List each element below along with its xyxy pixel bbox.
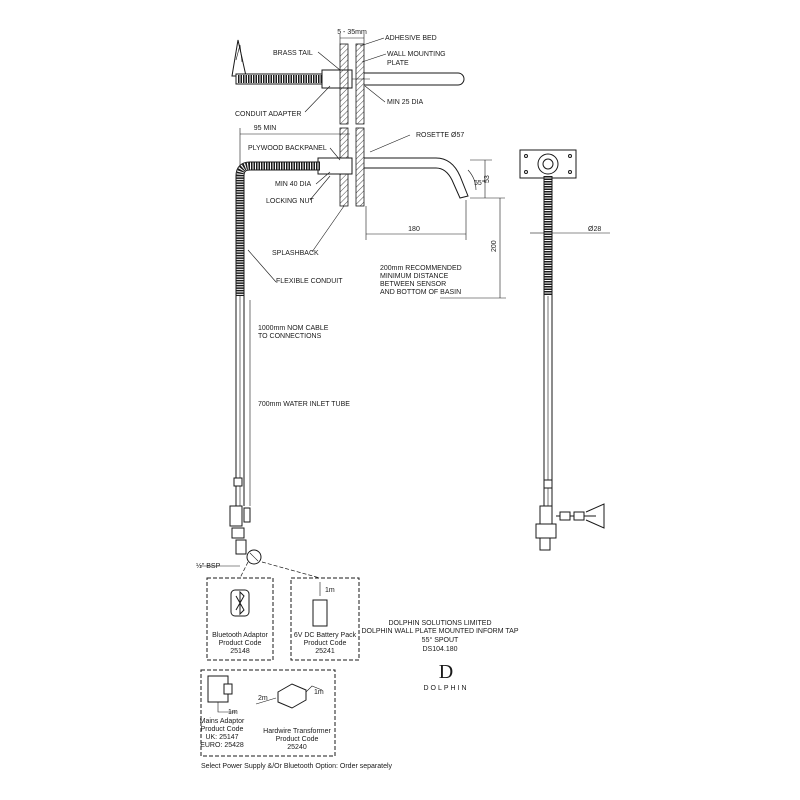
dim-95-min-label: 95 MIN xyxy=(254,125,277,132)
bluetooth-option: Bluetooth Adaptor Product Code 25148 xyxy=(206,577,274,661)
power-options: 1m Mains Adaptor Product Code UK: 25147 … xyxy=(200,669,336,757)
bluetooth-line-1: Bluetooth Adaptor xyxy=(212,632,268,639)
min-40-dia-label: MIN 40 DIA xyxy=(275,181,312,188)
front-view: Ø28 xyxy=(519,149,610,551)
side-section-view: 95 MIN PLYWOOD BACKPANEL ROSETTE Ø57 MIN… xyxy=(235,125,506,299)
transformer-length-a: 2m xyxy=(258,695,268,702)
wall-mounting-label-1: WALL MOUNTING xyxy=(387,51,446,58)
top-section-view: 5 - 35mm ADHESIVE BED BRASS TAIL WALL MO… xyxy=(231,29,465,125)
left-inlet-tubes: 1000mm NOM CABLE TO CONNECTIONS 700mm WA… xyxy=(196,296,350,579)
spout-angle: 55° SPOUT xyxy=(422,636,459,644)
locking-nut-label: LOCKING NUT xyxy=(266,198,315,205)
transformer-line-1: Hardwire Transformer xyxy=(263,728,331,735)
bsp-label: ½" BSP xyxy=(196,562,221,570)
recommended-line-2: MINIMUM DISTANCE xyxy=(380,273,449,280)
product-name: DOLPHIN WALL PLATE MOUNTED INFORM TAP xyxy=(361,628,518,635)
wall-mounting-label-2: PLATE xyxy=(387,60,409,67)
mains-line-1: Mains Adaptor xyxy=(200,718,245,725)
angle-55-label: 55° xyxy=(474,179,485,187)
flexible-conduit-label: FLEXIBLE CONDUIT xyxy=(276,278,343,285)
mains-uk: UK: 25147 xyxy=(205,734,238,741)
mains-euro: EURO: 25428 xyxy=(200,742,244,749)
dolphin-logo-word: DOLPHIN xyxy=(423,685,468,692)
battery-option: 1m 6V DC Battery Pack Product Code 25241 xyxy=(290,577,360,661)
cable-label-1: 1000mm NOM CABLE xyxy=(258,325,329,332)
brass-tail-label: BRASS TAIL xyxy=(273,50,313,57)
product-code: DS104.180 xyxy=(422,646,457,653)
company-name: DOLPHIN SOLUTIONS LIMITED xyxy=(388,620,491,627)
plywood-backpanel-label: PLYWOOD BACKPANEL xyxy=(248,145,327,152)
recommended-line-3: BETWEEN SENSOR xyxy=(380,281,446,288)
mains-length: 1m xyxy=(228,709,238,716)
dolphin-logo-icon: D xyxy=(439,661,453,683)
battery-line-2: Product Code xyxy=(304,640,347,647)
conduit-adapter-label: CONDUIT ADAPTER xyxy=(235,111,301,118)
recommended-line-1: 200mm RECOMMENDED xyxy=(380,265,462,272)
bluetooth-line-2: Product Code xyxy=(219,640,262,647)
battery-line-1: 6V DC Battery Pack xyxy=(294,632,357,639)
transformer-length-b: 1m xyxy=(314,689,324,696)
transformer-code: 25240 xyxy=(287,744,307,751)
water-inlet-label: 700mm WATER INLET TUBE xyxy=(258,401,350,408)
mains-line-2: Product Code xyxy=(201,726,244,733)
min-25-dia-label: MIN 25 DIA xyxy=(387,99,424,106)
dim-180-label: 180 xyxy=(408,226,420,233)
transformer-line-2: Product Code xyxy=(276,736,319,743)
recommended-line-4: AND BOTTOM OF BASIN xyxy=(380,289,461,296)
adhesive-bed-label: ADHESIVE BED xyxy=(385,35,437,42)
dim-53-label: 53 xyxy=(484,175,491,183)
dim-28-label: Ø28 xyxy=(588,226,601,233)
splashback-label: SPLASHBACK xyxy=(272,250,319,257)
battery-length: 1m xyxy=(325,587,335,594)
battery-code: 25241 xyxy=(315,648,335,655)
options-footnote: Select Power Supply &/Or Bluetooth Optio… xyxy=(201,763,393,770)
dim-5-35-label: 5 - 35mm xyxy=(337,29,367,36)
dim-200-label: 200 xyxy=(491,240,498,252)
rosette-label: ROSETTE Ø57 xyxy=(416,132,464,139)
cable-label-2: TO CONNECTIONS xyxy=(258,333,322,340)
bluetooth-code: 25148 xyxy=(230,648,250,655)
title-block: DOLPHIN SOLUTIONS LIMITED DOLPHIN WALL P… xyxy=(361,620,518,692)
